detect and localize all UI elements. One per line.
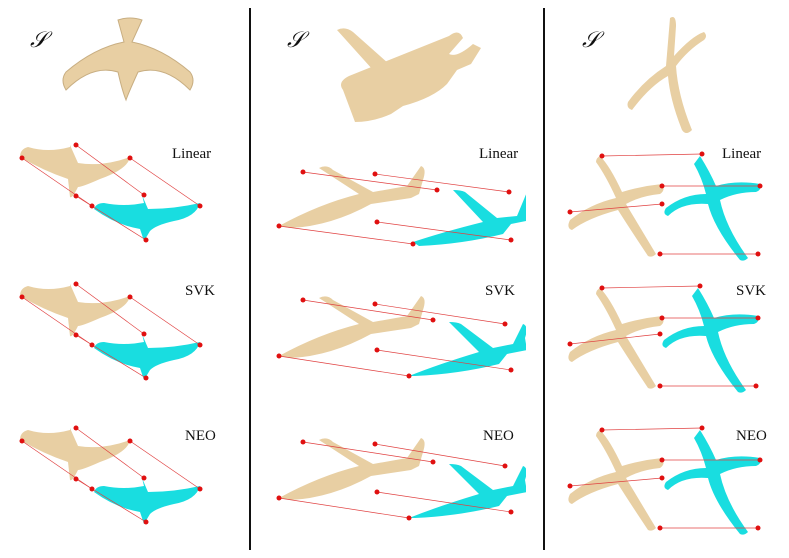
fork-source-shape: [627, 17, 706, 133]
method-label-svk: SVK: [736, 283, 767, 299]
airplane-row-neo: [276, 438, 526, 521]
airplane-source-shape: [337, 28, 481, 122]
airplane-row-linear: [276, 166, 526, 247]
bird-figure: [19, 17, 203, 525]
method-label-svk: SVK: [485, 283, 516, 299]
method-label-linear: Linear: [172, 146, 212, 162]
method-label-neo: NEO: [736, 428, 767, 444]
fork-row-linear: [567, 151, 763, 261]
column-airplane: 𝒮 Linear SVK NEO: [263, 0, 526, 558]
fork-figure: [567, 17, 763, 535]
column-separator-1: [249, 8, 251, 550]
column-separator-2: [543, 8, 545, 550]
shape-symbol: 𝒮: [582, 28, 600, 53]
bird-row-svk: [19, 281, 203, 381]
column-bird: 𝒮 Linear SVK NEO: [0, 0, 263, 558]
method-label-svk: SVK: [185, 283, 216, 299]
fork-row-neo: [567, 425, 763, 535]
shape-symbol: 𝒮: [30, 28, 48, 53]
method-label-linear: Linear: [479, 146, 519, 162]
method-label-neo: NEO: [185, 428, 216, 444]
shape-symbol: 𝒮: [287, 28, 305, 53]
method-label-neo: NEO: [483, 428, 514, 444]
bird-source-shape: [62, 17, 194, 102]
fork-row-svk: [567, 283, 761, 393]
airplane-row-svk: [276, 296, 526, 379]
column-fork: 𝒮 Linear SVK NEO: [526, 0, 789, 558]
bird-row-linear: [19, 142, 203, 243]
method-label-linear: Linear: [722, 146, 762, 162]
bird-row-neo: [19, 425, 203, 525]
airplane-figure: [276, 28, 526, 521]
